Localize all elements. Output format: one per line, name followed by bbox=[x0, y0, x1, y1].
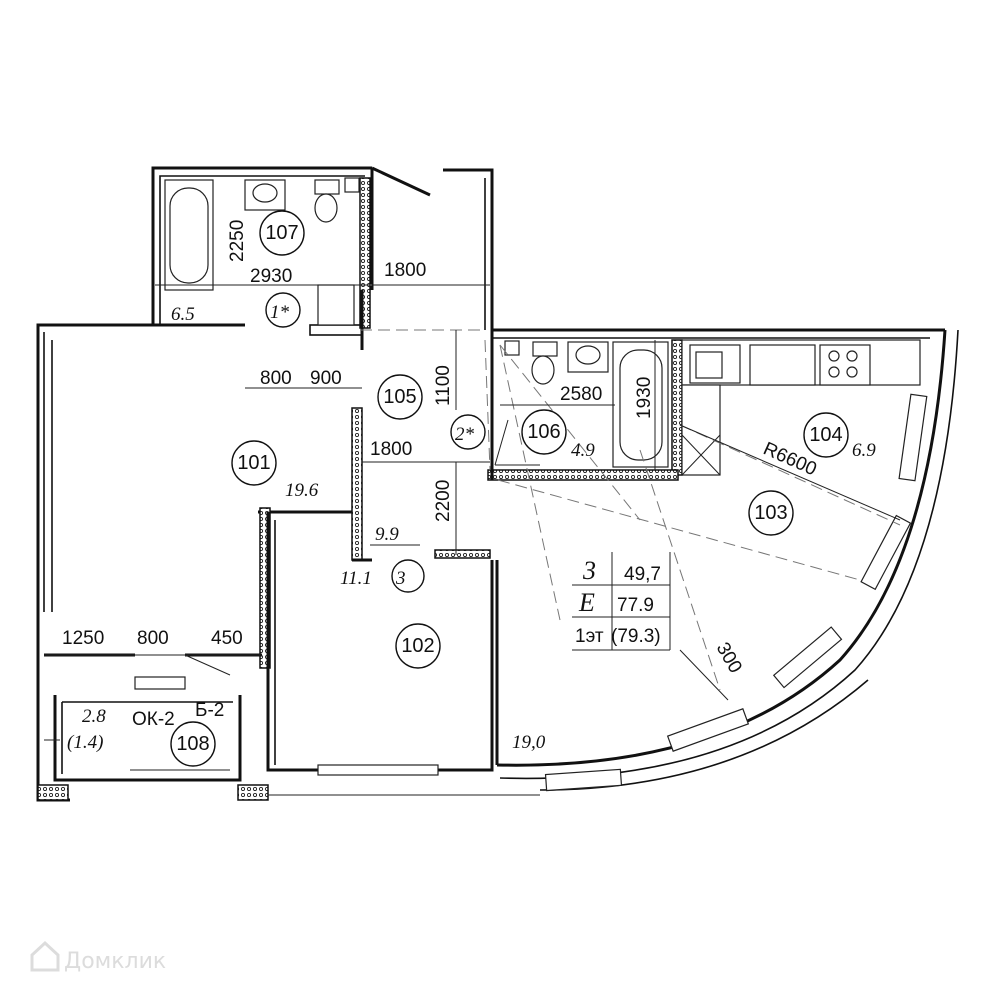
area-103: 19,0 bbox=[512, 732, 546, 753]
balcony-label: Б-2 bbox=[195, 700, 224, 721]
svg-text:2*: 2* bbox=[455, 424, 475, 445]
dim-800-top: 800 bbox=[260, 368, 292, 389]
summary-total-area: 77.9 bbox=[617, 595, 654, 616]
summary-floor: 1эт bbox=[575, 626, 604, 647]
dim-1250: 1250 bbox=[62, 628, 104, 649]
room-3-marker: 3 bbox=[391, 559, 425, 593]
misc-labels: ОК-2 Б-2 bbox=[132, 700, 224, 730]
dim-1800-top: 1800 bbox=[384, 260, 426, 281]
area-107: 6.5 bbox=[171, 304, 195, 325]
svg-text:108: 108 bbox=[176, 733, 209, 755]
room-106-marker: 106 bbox=[521, 409, 567, 455]
summary-total-with-balcony: (79.3) bbox=[611, 626, 661, 647]
room-1star-marker: 1* bbox=[265, 292, 301, 328]
svg-text:1*: 1* bbox=[270, 302, 290, 323]
area-106: 4.9 bbox=[571, 440, 595, 461]
svg-text:3: 3 bbox=[395, 568, 406, 589]
svg-text:106: 106 bbox=[527, 421, 560, 443]
summary-living-area: 49,7 bbox=[624, 564, 661, 585]
walls bbox=[36, 166, 959, 802]
area-102: 11.1 bbox=[340, 568, 372, 589]
area-108: 2.8 bbox=[82, 706, 106, 727]
summary-section-letter: E bbox=[578, 588, 595, 617]
room-markers: 101 102 103 104 105 106 107 108 bbox=[170, 210, 849, 767]
dim-2200: 2200 bbox=[433, 480, 454, 522]
area-105: 9.9 bbox=[375, 524, 399, 545]
room-103-marker: 103 bbox=[748, 490, 794, 536]
window-label: ОК-2 bbox=[132, 709, 175, 730]
summary-rooms-count: 3 bbox=[582, 556, 596, 585]
fixtures bbox=[164, 177, 921, 476]
area-101: 19.6 bbox=[285, 480, 319, 501]
room-105-marker: 105 bbox=[377, 374, 423, 420]
apartment-summary: 3 49,7 E 77.9 1эт (79.3) bbox=[572, 552, 671, 651]
dim-1930: 1930 bbox=[634, 377, 655, 419]
svg-text:103: 103 bbox=[754, 502, 787, 524]
dim-1800-mid: 1800 bbox=[370, 439, 412, 460]
svg-text:107: 107 bbox=[265, 222, 298, 244]
svg-text:102: 102 bbox=[401, 635, 434, 657]
dim-800-bottom: 800 bbox=[137, 628, 169, 649]
dim-2930: 2930 bbox=[250, 266, 292, 287]
watermark: Домклик bbox=[30, 940, 166, 974]
area-108-alt: (1.4) bbox=[67, 732, 103, 753]
svg-text:105: 105 bbox=[383, 386, 416, 408]
area-104: 6.9 bbox=[852, 440, 876, 461]
svg-text:104: 104 bbox=[809, 424, 842, 446]
area-labels: 19.6 11.1 19,0 6.9 9.9 4.9 6.5 2.8 (1.4) bbox=[67, 304, 876, 753]
room-104-marker: 104 bbox=[803, 412, 849, 458]
dim-1100: 1100 bbox=[433, 365, 454, 406]
dim-450: 450 bbox=[211, 628, 243, 649]
dim-300: 300 bbox=[712, 639, 746, 677]
watermark-text: Домклик bbox=[64, 949, 166, 974]
room-107-marker: 107 bbox=[259, 210, 305, 256]
room-101-marker: 101 bbox=[231, 440, 277, 486]
dim-2250: 2250 bbox=[227, 220, 248, 262]
room-108-marker: 108 bbox=[170, 721, 216, 767]
room-2star-marker: 2* bbox=[450, 414, 486, 450]
svg-text:101: 101 bbox=[237, 452, 270, 474]
room-102-marker: 102 bbox=[395, 623, 441, 669]
dim-900: 900 bbox=[310, 368, 342, 389]
house-logo-icon bbox=[30, 940, 60, 972]
dim-2580: 2580 bbox=[560, 384, 602, 405]
dimension-lines bbox=[44, 284, 901, 771]
